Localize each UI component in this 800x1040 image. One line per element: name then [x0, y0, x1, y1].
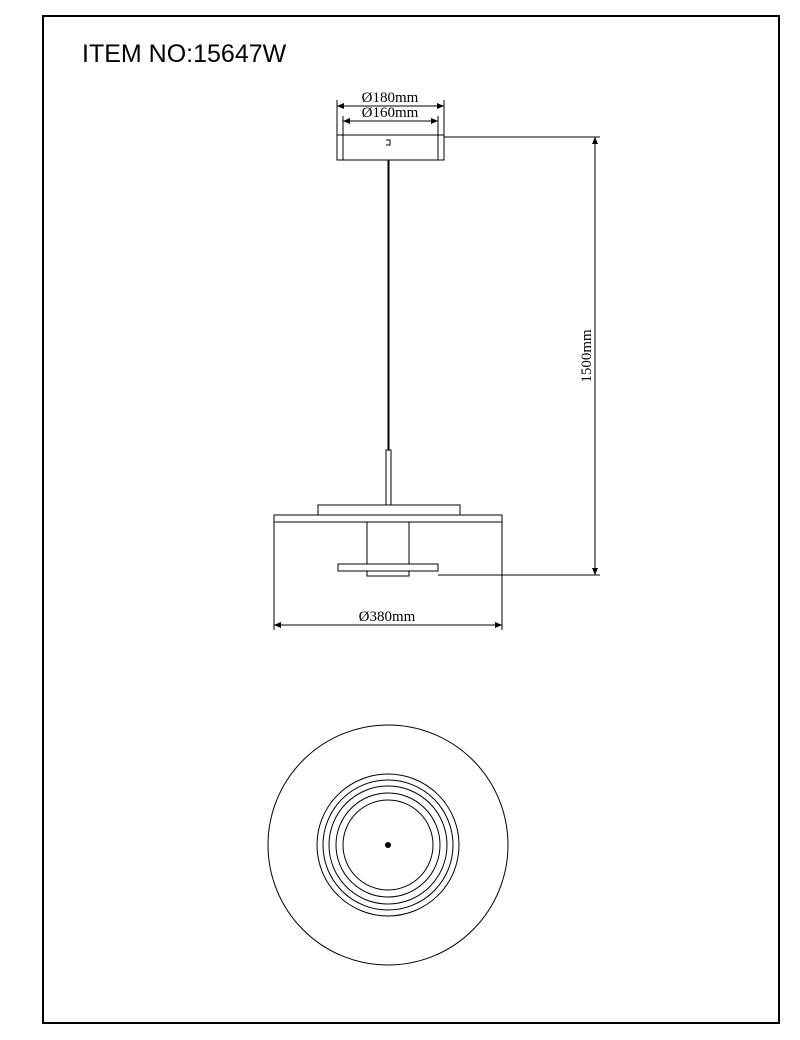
- disk-ring-2: [322, 779, 454, 911]
- bottom-disk: [337, 563, 439, 572]
- canopy-inner-diameter-label: Ø160mm: [362, 105, 419, 121]
- shade-diameter-label: Ø380mm: [359, 609, 416, 625]
- bottom-diffuser: [366, 570, 410, 577]
- drop-height-dimension: [438, 136, 600, 576]
- disk-ring-4: [335, 792, 441, 898]
- disk-ring-3: [328, 785, 448, 905]
- center-point: [385, 842, 391, 848]
- side-elevation-view: Ø180mm Ø160mm: [273, 90, 600, 630]
- center-cylinder: [366, 521, 410, 565]
- sheet-border: [42, 15, 780, 1024]
- ceiling-canopy: [336, 134, 445, 161]
- top-disk: [317, 504, 461, 516]
- canopy-screw: [386, 139, 391, 146]
- disk-outer-ring: [316, 773, 460, 917]
- diffuser-ring: [342, 799, 434, 891]
- shade-outer-circle: [267, 724, 509, 966]
- canopy-outer-diameter-label: Ø180mm: [362, 90, 419, 106]
- plan-view: [267, 724, 509, 966]
- drop-height-label: 1500mm: [579, 329, 595, 383]
- shade-rim: [273, 514, 503, 523]
- item-number-title: ITEM NO:15647W: [82, 40, 287, 68]
- cable-sleeve: [385, 449, 392, 506]
- shade-diameter-dimension: [273, 522, 503, 630]
